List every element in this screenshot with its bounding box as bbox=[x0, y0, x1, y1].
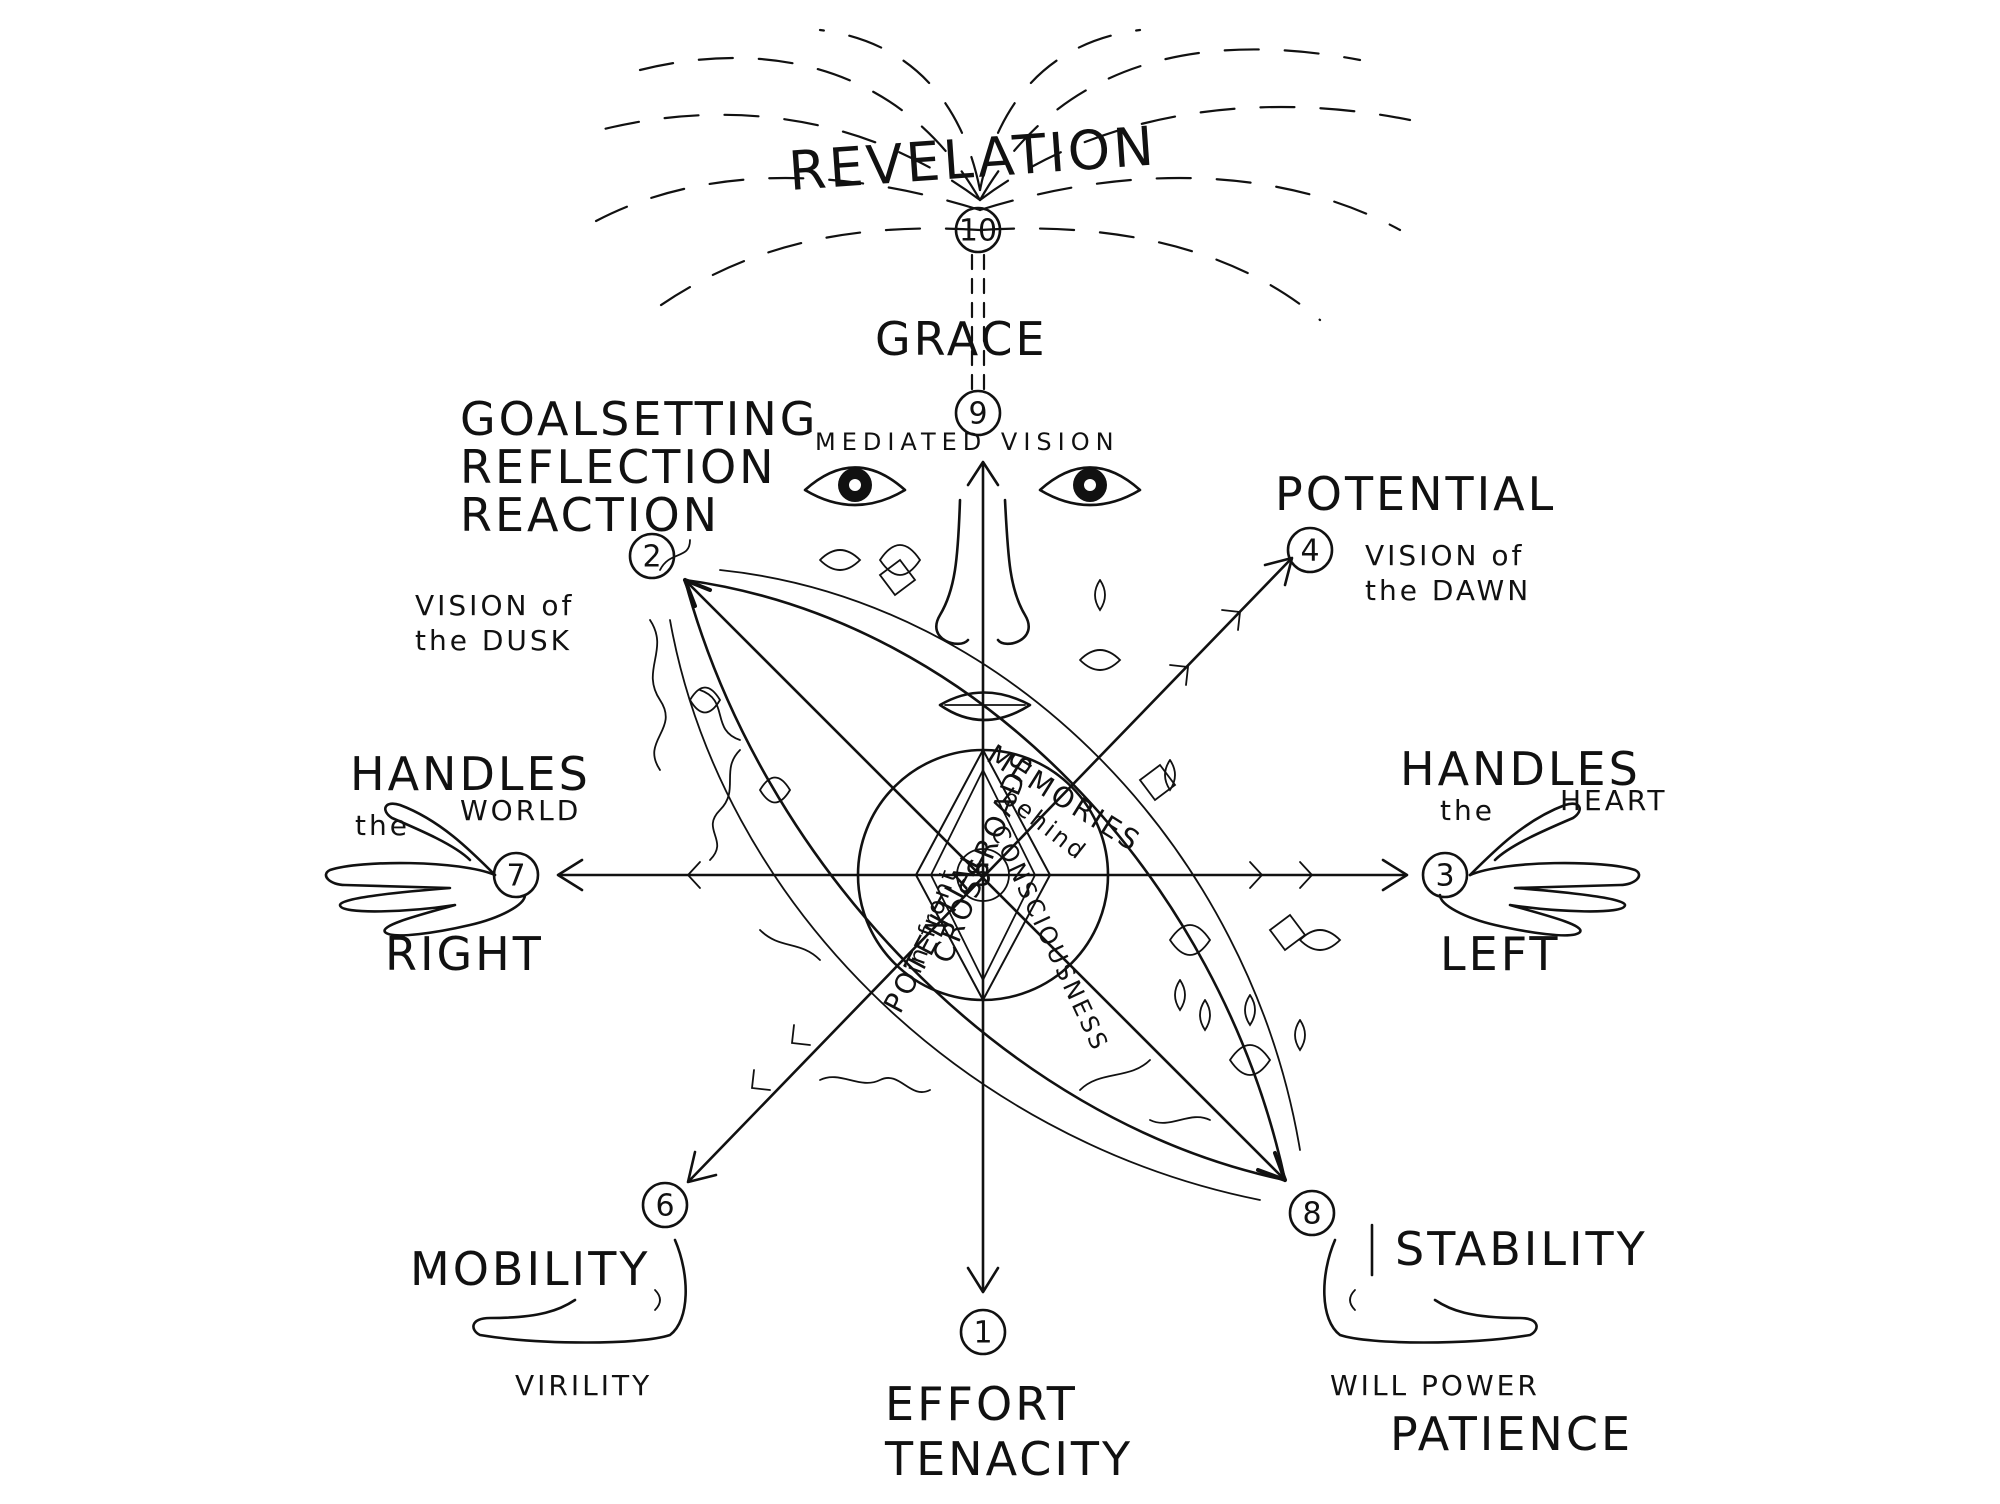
node-10: 10 bbox=[954, 206, 1002, 254]
node-9-number: 9 bbox=[968, 397, 987, 432]
node-1-number: 1 bbox=[973, 1316, 992, 1351]
lens-shape bbox=[669, 569, 1301, 1201]
handles-heart-label: HANDLES bbox=[1400, 742, 1641, 796]
node-10-number: 10 bbox=[959, 214, 997, 249]
right-eye-icon bbox=[1038, 466, 1142, 507]
mobility-label: MOBILITY bbox=[410, 1242, 650, 1296]
handles-world-label: HANDLES bbox=[350, 747, 591, 801]
vision-dusk-line-2: the DUSK bbox=[415, 624, 572, 657]
node-9: 9 bbox=[954, 389, 1002, 437]
reflection-label: REFLECTION bbox=[460, 440, 777, 494]
will-power-label: WILL POWER bbox=[1330, 1369, 1540, 1402]
node-8: 8 bbox=[1288, 1189, 1336, 1237]
node-5: 5 bbox=[973, 859, 992, 894]
the-heart-article: the bbox=[1440, 794, 1495, 827]
node-2: 2 bbox=[628, 532, 676, 580]
node-2-number: 2 bbox=[642, 540, 661, 575]
nose-icon bbox=[935, 498, 1030, 646]
stability-label: STABILITY bbox=[1395, 1222, 1648, 1276]
right-label: RIGHT bbox=[385, 927, 544, 981]
right-foot-icon bbox=[1323, 1223, 1538, 1344]
left-label: LEFT bbox=[1440, 927, 1560, 981]
node-4-number: 4 bbox=[1300, 534, 1319, 569]
tenacity-label: TENACITY bbox=[884, 1432, 1133, 1486]
node-6-number: 6 bbox=[655, 1189, 674, 1224]
goalsetting-label: GOALSETTING bbox=[460, 392, 818, 446]
node-6: 6 bbox=[641, 1181, 689, 1229]
node-1: 1 bbox=[959, 1308, 1007, 1356]
vision-dawn-line-1: VISION of bbox=[1365, 539, 1524, 572]
axes bbox=[556, 460, 1409, 1294]
virility-label: VIRILITY bbox=[515, 1369, 652, 1402]
node-7: 7 bbox=[492, 851, 540, 899]
node-3-number: 3 bbox=[1435, 859, 1454, 894]
node-circles: 10 9 2 4 7 3 5 6 8 bbox=[492, 206, 1469, 1356]
node-8-number: 8 bbox=[1302, 1197, 1321, 1232]
effort-label: EFFORT bbox=[885, 1377, 1078, 1431]
left-hand-icon bbox=[1438, 802, 1641, 937]
potential-label: POTENTIAL bbox=[1275, 467, 1556, 521]
decorative-vines bbox=[649, 539, 1342, 1124]
world-label: WORLD bbox=[460, 794, 581, 827]
heart-label: HEART bbox=[1560, 784, 1667, 817]
node-7-number: 7 bbox=[506, 859, 525, 894]
labels: REVELATION GRACE MEDIATED VISION GOALSET… bbox=[350, 114, 1667, 1486]
node-4: 4 bbox=[1286, 526, 1334, 574]
the-world-article: the bbox=[355, 809, 410, 842]
reaction-label: REACTION bbox=[460, 488, 720, 542]
left-foot-icon bbox=[472, 1238, 687, 1344]
revelation-rays bbox=[578, 28, 1412, 322]
mediated-vision-label: MEDIATED VISION bbox=[815, 428, 1120, 456]
revelation-label: REVELATION bbox=[787, 114, 1159, 203]
node-5-number: 5 bbox=[973, 859, 992, 894]
face bbox=[803, 466, 1142, 722]
right-hand-icon bbox=[324, 802, 527, 937]
vision-dusk-line-1: VISION of bbox=[415, 589, 574, 622]
node-3: 3 bbox=[1421, 851, 1469, 899]
vision-dawn-line-2: the DAWN bbox=[1365, 574, 1531, 607]
lips-icon bbox=[938, 691, 1032, 722]
grace-label: GRACE bbox=[875, 312, 1048, 366]
center-circle bbox=[856, 748, 1110, 1002]
patience-label: PATIENCE bbox=[1390, 1407, 1633, 1461]
left-eye-icon bbox=[803, 466, 907, 507]
